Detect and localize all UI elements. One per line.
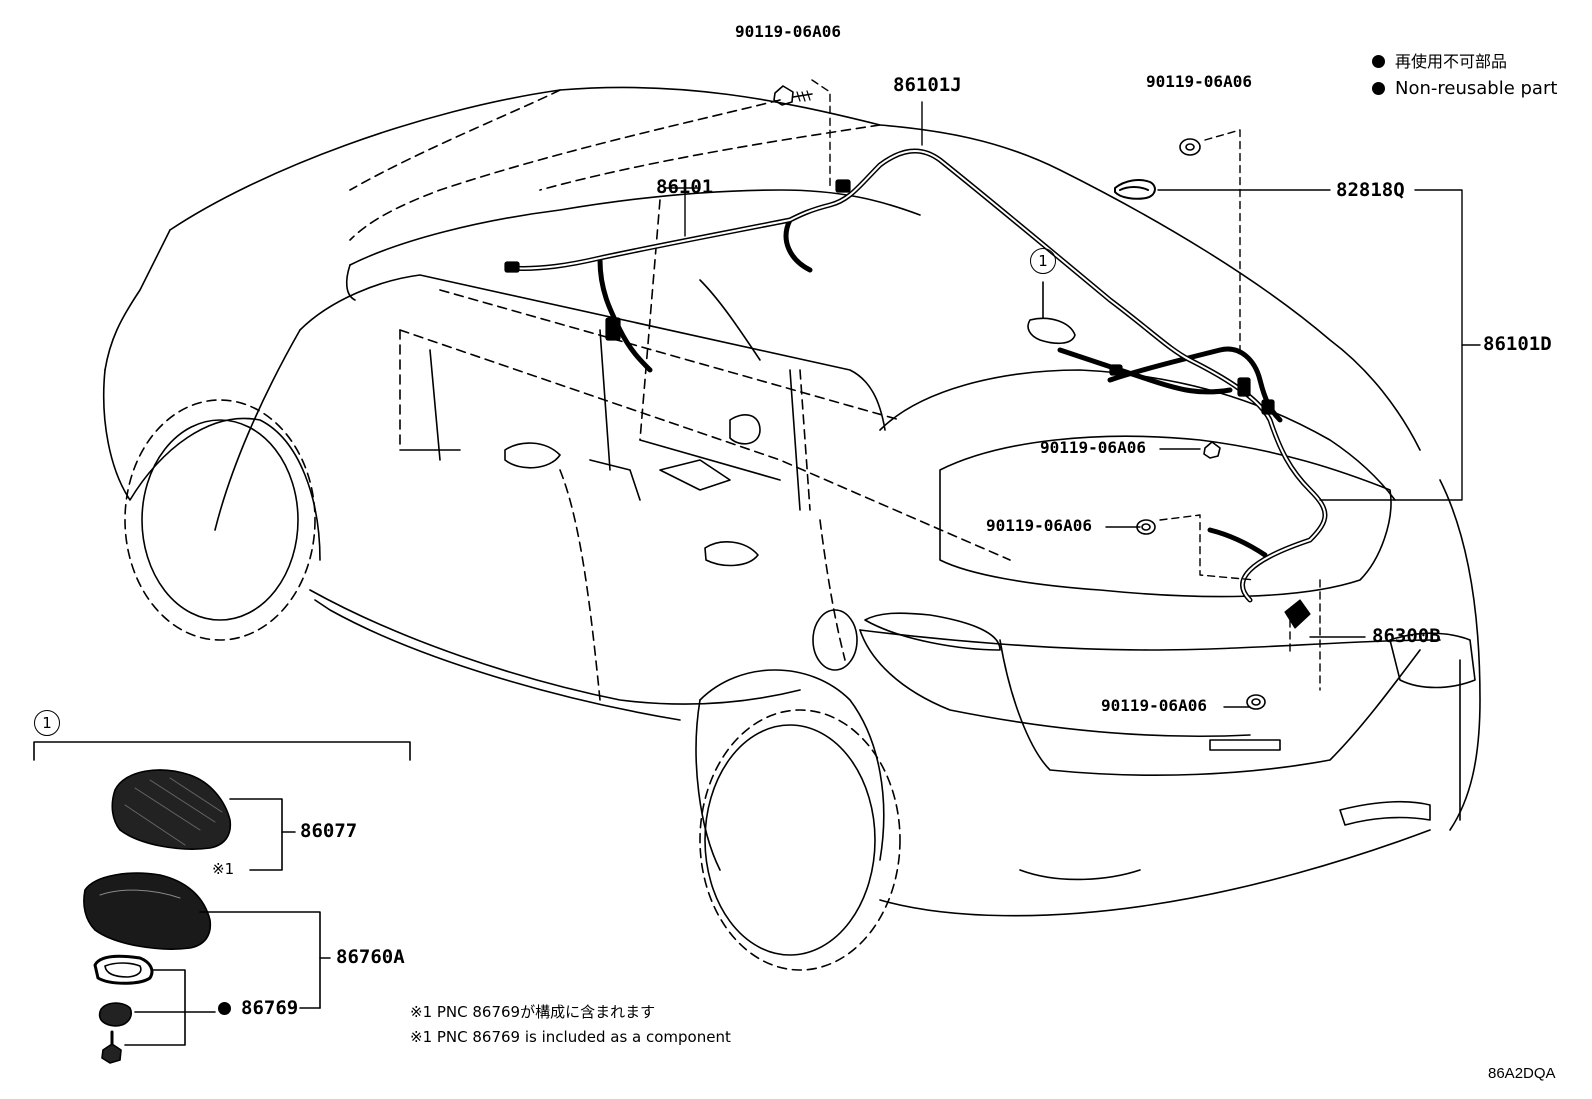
label-bolt-mid2: 90119-06A06	[986, 516, 1092, 535]
label-base-86760A: 86760A	[336, 946, 405, 968]
label-harness-86101D: 86101D	[1483, 333, 1552, 355]
connectors	[504, 179, 1311, 629]
clamp-82818Q-shape	[1114, 179, 1156, 200]
callout-circle-inset: 1	[34, 710, 60, 736]
label-bolt-right-top: 90119-06A06	[1146, 72, 1252, 91]
legend-text-jp: 再使用不可部品	[1395, 52, 1508, 71]
label-harness-86101J: 86101J	[893, 74, 962, 96]
label-bolt-low: 90119-06A06	[1101, 696, 1207, 715]
car-body	[102, 86, 1481, 971]
label-bolt-top: 90119-06A06	[735, 22, 841, 41]
note-en: ※1 PNC 86769 is included as a component	[410, 1028, 731, 1046]
detail-inset	[33, 741, 411, 1064]
diagram-code: 86A2DQA	[1488, 1065, 1556, 1082]
label-clamp-82818Q: 82818Q	[1336, 179, 1405, 201]
label-sensor-86300B: 86300B	[1372, 625, 1441, 647]
legend-dot-icon-2	[1372, 82, 1385, 95]
legend-text-en: Non-reusable part	[1395, 78, 1558, 99]
leader-lines	[664, 79, 1481, 708]
bolt-shapes	[773, 85, 1266, 710]
legend-line-en: Non-reusable part	[1372, 80, 1557, 98]
label-gasket-text: 86769	[241, 997, 299, 1019]
callout-circle-car: 1	[1030, 248, 1056, 274]
label-antenna-86077: 86077	[300, 820, 358, 842]
label-harness-86101: 86101	[656, 176, 714, 198]
wire-harness	[507, 148, 1328, 603]
label-antenna-note: ※1	[212, 860, 235, 878]
legend-dot-icon	[1372, 55, 1385, 68]
non-reusable-dot-icon	[218, 1002, 231, 1015]
harness-inner-stroke	[509, 149, 1326, 601]
roof-antenna-shape	[1027, 281, 1076, 345]
label-gasket-86769: 86769	[218, 999, 298, 1018]
label-bolt-mid1: 90119-06A06	[1040, 438, 1146, 457]
note-jp: ※1 PNC 86769が構成に含まれます	[410, 1003, 656, 1021]
legend-line-jp: 再使用不可部品	[1372, 54, 1507, 70]
